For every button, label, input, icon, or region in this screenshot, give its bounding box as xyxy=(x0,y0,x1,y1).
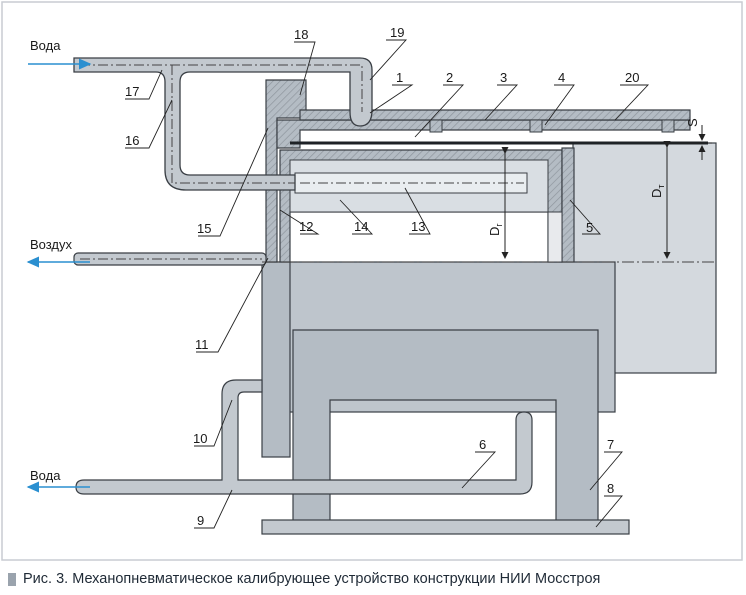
caption-text: Рис. 3. Механопневматическое калибрующее… xyxy=(23,571,601,587)
water-outlet-label: Вода xyxy=(30,468,61,483)
dim-wall-thickness-label: S xyxy=(685,118,700,127)
water-inlet-label: Вода xyxy=(30,38,61,53)
air-label: Воздух xyxy=(30,237,73,252)
caption-marker xyxy=(8,572,16,586)
callout-6: 6 xyxy=(479,437,486,452)
mandrel-flange xyxy=(261,261,291,458)
water-outlet-pipe xyxy=(75,379,533,495)
callout-15: 15 xyxy=(197,221,211,236)
callout-16: 16 xyxy=(125,133,139,148)
dim-calibrator-diameter-label: Dг xyxy=(487,223,504,236)
leader-lines xyxy=(125,39,650,529)
callout-12: 12 xyxy=(299,219,313,234)
callout-1: 1 xyxy=(396,70,403,85)
calibrator-disk xyxy=(561,147,575,263)
callout-11: 11 xyxy=(195,337,209,352)
base-plate xyxy=(261,519,630,535)
callout-7: 7 xyxy=(607,437,614,452)
water-inlet-axis xyxy=(80,64,363,184)
callout-4: 4 xyxy=(558,70,565,85)
jacket-rib-c xyxy=(661,119,675,133)
callout-14: 14 xyxy=(354,219,368,234)
callout-10: 10 xyxy=(193,431,207,446)
jacket-rib-b xyxy=(529,119,543,133)
callout-13: 13 xyxy=(411,219,425,234)
figure-border xyxy=(1,1,743,561)
jacket-rib-a xyxy=(429,119,443,133)
callout-20: 20 xyxy=(625,70,639,85)
dim-pipe-diameter-label: Dт xyxy=(649,184,666,198)
callout-9: 9 xyxy=(197,513,204,528)
callout-3: 3 xyxy=(500,70,507,85)
disk-gap xyxy=(547,211,563,263)
callout-2: 2 xyxy=(446,70,453,85)
callout-8: 8 xyxy=(607,481,614,496)
figure-caption: Рис. 3. Механопневматическое калибрующее… xyxy=(8,567,738,591)
callout-19: 19 xyxy=(390,25,404,40)
callout-17: 17 xyxy=(125,84,139,99)
callout-18: 18 xyxy=(294,27,308,42)
callout-5: 5 xyxy=(586,220,593,235)
water-jacket-cover xyxy=(299,109,691,121)
